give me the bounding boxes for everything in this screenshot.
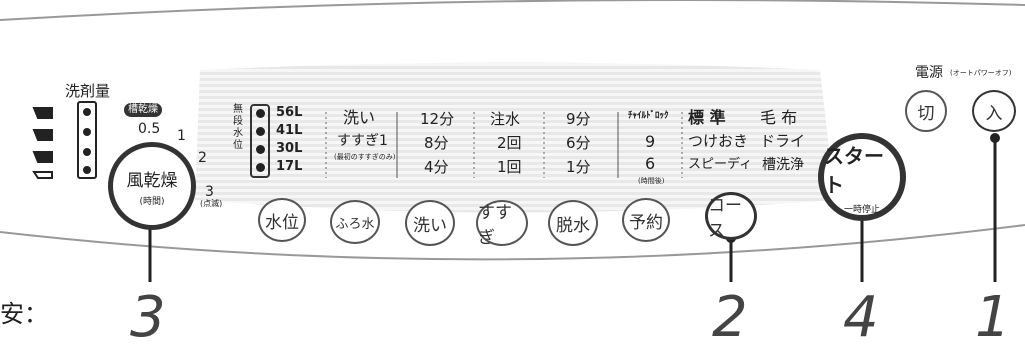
course-dry: ドライ	[760, 132, 806, 150]
course-standard: 標 準	[688, 108, 726, 127]
timer-9: 9	[645, 132, 656, 151]
wash-time-12: 12分	[420, 110, 455, 128]
rinse-1x: 1回	[497, 158, 522, 176]
timer-note: (時間後)	[638, 177, 665, 185]
power-auto-off-note: (オートパワーオフ)	[950, 69, 1012, 77]
spin-button[interactable]: 脱水	[548, 200, 598, 246]
spin-time-6: 6分	[566, 134, 591, 152]
dial-tick-2: 2	[198, 150, 207, 166]
rinse1-note: (最初のすすぎのみ)	[334, 153, 396, 161]
step-number-2: 2	[712, 285, 748, 350]
course-tub-clean: 槽洗浄	[762, 157, 804, 173]
course-blanket: 毛 布	[760, 108, 798, 127]
water-level-17: 17L	[276, 159, 303, 174]
rinse-2x: 2回	[497, 134, 522, 152]
water-level-30: 30L	[276, 141, 303, 156]
water-level-41: 41L	[276, 123, 303, 138]
step-number-1: 1	[975, 285, 1011, 350]
wash-button[interactable]: 洗い	[405, 200, 455, 246]
water-level-56: 56L	[276, 105, 303, 120]
course-soak: つけおき	[688, 132, 749, 150]
power-off-button[interactable]: 切	[905, 90, 947, 132]
rinse-button[interactable]: すすぎ	[476, 200, 528, 248]
water-level-led	[256, 163, 265, 172]
water-level-indicator	[250, 104, 270, 178]
start-pause-button[interactable]: スタート 一時停止	[818, 133, 906, 221]
child-lock-label: ﾁｬｲﾙﾄﾞﾛｯｸ	[628, 111, 669, 121]
course-button[interactable]: コース	[705, 192, 757, 241]
water-level-led	[256, 145, 265, 154]
pause-label: 一時停止	[843, 204, 880, 215]
timer-6: 6	[645, 154, 656, 173]
dial-tick-1: 1	[177, 128, 186, 144]
step-number-4: 4	[843, 285, 879, 350]
start-label: スタート	[824, 143, 884, 197]
power-label: 電源	[915, 65, 943, 81]
rinse-fill: 注水	[490, 110, 521, 128]
dry-dial-label: 風乾燥	[126, 170, 178, 191]
caption-fragment: 安：	[0, 300, 48, 328]
dial-tick-note: (点滅)	[200, 199, 223, 208]
tub-dry-badge: 槽乾燥	[124, 103, 162, 117]
timer-button[interactable]: 予約	[622, 198, 670, 242]
dry-dial[interactable]: 風乾燥 (時間)	[108, 142, 196, 230]
course-speedy: スピーディ	[688, 157, 753, 172]
wash-label: 洗い	[343, 108, 376, 127]
water-level-led	[256, 109, 265, 118]
bath-water-button[interactable]: ふろ水	[330, 200, 380, 244]
power-on-button[interactable]: 入	[972, 90, 1016, 132]
wash-time-4: 4分	[424, 158, 449, 176]
detergent-label: 洗剤量	[65, 82, 111, 100]
dry-dial-sub: (時間)	[139, 196, 165, 207]
detergent-level-icon	[32, 101, 97, 179]
spin-time-9: 9分	[566, 110, 591, 128]
dial-tick-0-5: 0.5	[138, 121, 161, 137]
wash-time-8: 8分	[424, 134, 449, 152]
dial-tick-3: 3	[205, 184, 214, 200]
spin-time-1: 1分	[566, 158, 591, 176]
step-number-3: 3	[130, 285, 166, 350]
rinse1-label: すすぎ1	[337, 133, 388, 149]
water-level-button[interactable]: 水位	[258, 198, 306, 242]
water-level-led	[256, 127, 265, 136]
water-level-vertical-label: 無 段 水 位	[233, 104, 243, 151]
